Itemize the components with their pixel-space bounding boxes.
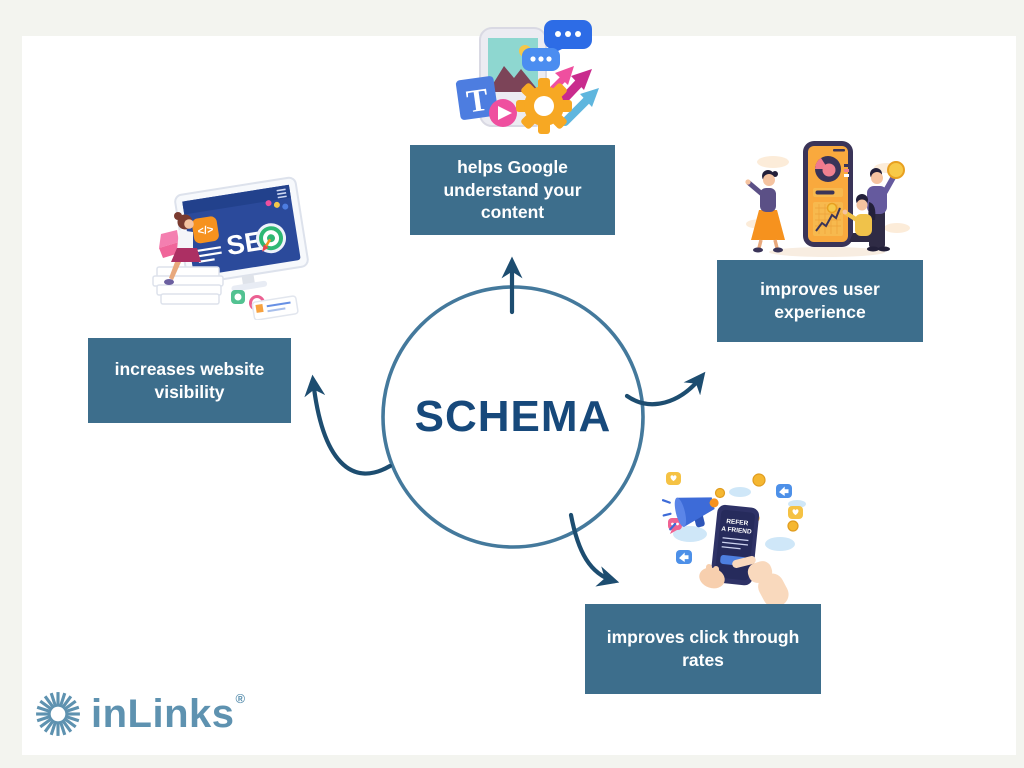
letter-tile-icon: T xyxy=(455,76,499,120)
seo-monitor-icon: </> SE xyxy=(174,176,309,292)
line-chart-icon xyxy=(813,202,843,236)
benefit-label: increases website visibility xyxy=(114,358,265,402)
presenting-woman-figure xyxy=(745,170,785,253)
heart-badge-icon xyxy=(788,506,803,519)
ground-shadow xyxy=(769,247,885,257)
benefit-box-visibility: increases website visibility xyxy=(88,338,291,423)
hands xyxy=(699,556,789,604)
play-icon xyxy=(489,99,517,127)
letter-tile-glyph: T xyxy=(464,81,490,120)
dashboard-phone-icon xyxy=(803,141,853,247)
megaphone-icon xyxy=(662,497,719,531)
benefit-label: improves click through rates xyxy=(606,627,800,670)
inlinks-starburst-icon xyxy=(34,691,82,738)
share-badge-icon xyxy=(676,550,692,564)
code-badge-icon: </> xyxy=(197,224,215,238)
brand-logo: inLinks ® xyxy=(34,690,246,738)
social-reaction-icons xyxy=(666,472,803,564)
brand-name: inLinks xyxy=(91,692,235,736)
refer-screen-line1: REFER xyxy=(726,518,749,527)
share-badge-icon xyxy=(776,484,792,498)
clouds xyxy=(673,487,806,551)
refer-screen-line2: A FRIEND xyxy=(721,526,752,536)
benefit-label: improves user experience xyxy=(760,279,880,322)
heart-badge-icon xyxy=(666,472,681,485)
schema-label: SCHEMA xyxy=(414,392,612,441)
seo-monitor-illustration: </> SE xyxy=(152,176,309,320)
registered-mark: ® xyxy=(235,691,246,706)
content-formats-illustration: T xyxy=(455,20,599,134)
benefit-label: helps Google understand your content xyxy=(443,156,582,223)
benefit-box-helps-google: helps Google understand your content xyxy=(410,145,615,235)
coin-icon xyxy=(887,161,905,179)
benefit-box-click-through: improves click through rates xyxy=(585,604,821,694)
gauge-chart-icon xyxy=(814,156,841,182)
marketing-icons-faded xyxy=(231,290,299,320)
sitting-woman-figure xyxy=(152,212,224,305)
refer-a-friend-illustration: REFER A FRIEND xyxy=(662,472,806,604)
speech-bubbles-icon xyxy=(522,20,592,71)
kneeling-woman-figure xyxy=(842,194,879,242)
mobile-ux-illustration xyxy=(745,141,910,257)
seo-target-icon xyxy=(256,223,287,254)
benefit-box-user-experience: improves user experience xyxy=(717,260,923,342)
gear-icon xyxy=(516,78,572,134)
